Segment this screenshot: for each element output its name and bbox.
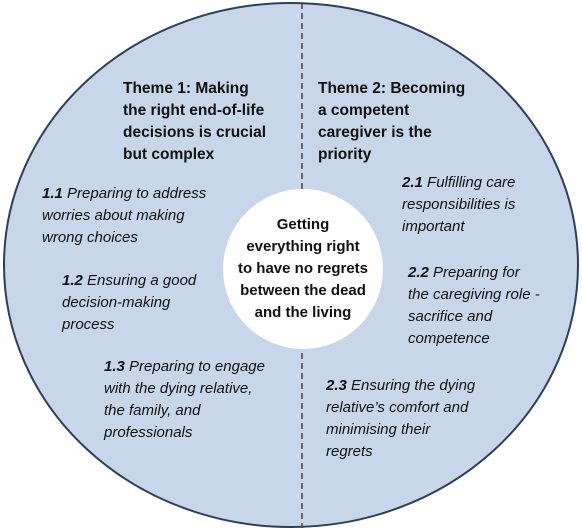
subtheme-line: 1.1 Preparing to address bbox=[42, 183, 206, 205]
subtheme-line: 1.2 Ensuring a good bbox=[62, 270, 196, 292]
subtheme-number: 1.3 bbox=[104, 358, 125, 375]
subtheme-line: the family, and bbox=[104, 402, 201, 419]
subtheme-text: Preparing to engage bbox=[129, 358, 265, 375]
theme1-title-line: Theme 1: Making bbox=[123, 80, 249, 97]
subtheme-line: process bbox=[62, 316, 115, 333]
theme2-title-line: a competent bbox=[318, 102, 410, 119]
subtheme-number: 2.2 bbox=[408, 264, 429, 281]
center-line: everything right bbox=[246, 238, 360, 255]
subtheme-line: sacrifice and bbox=[408, 308, 493, 325]
subtheme-text: Fulfilling care bbox=[427, 174, 516, 191]
subtheme-line: 2.1 Fulfilling care bbox=[402, 172, 515, 194]
center-line: between the dead bbox=[240, 282, 366, 299]
subtheme-text: Preparing for bbox=[433, 264, 520, 281]
center-statement: Getting everything right to have no regr… bbox=[223, 214, 383, 324]
subtheme-line: relative’s comfort and bbox=[326, 399, 469, 416]
theme1-title-line: the right end-of-life bbox=[123, 102, 265, 119]
subtheme-number: 2.1 bbox=[402, 174, 423, 191]
center-line: to have no regrets bbox=[237, 260, 369, 277]
subtheme-number: 2.3 bbox=[326, 377, 347, 394]
subtheme-2-2: 2.2 Preparing for the caregiving role - … bbox=[408, 262, 540, 350]
theme1-title: Theme 1: Making the right end-of-life de… bbox=[123, 78, 266, 166]
subtheme-text: Ensuring a good bbox=[87, 272, 197, 289]
subtheme-line: wrong choices bbox=[42, 229, 138, 246]
subtheme-line: responsibilities is bbox=[402, 196, 516, 213]
subtheme-line: the caregiving role - bbox=[408, 286, 540, 303]
subtheme-2-1: 2.1 Fulfilling care responsibilities is … bbox=[402, 172, 515, 238]
subtheme-line: important bbox=[402, 218, 465, 235]
subtheme-line: decision-making bbox=[62, 294, 171, 311]
subtheme-text: Preparing to address bbox=[67, 185, 207, 202]
subtheme-line: competence bbox=[408, 330, 490, 347]
theme2-title-line: Theme 2: Becoming bbox=[318, 80, 466, 97]
theme2-title: Theme 2: Becoming a competent caregiver … bbox=[318, 78, 465, 166]
subtheme-line: with the dying relative, bbox=[104, 380, 253, 397]
subtheme-line: 2.3 Ensuring the dying bbox=[326, 375, 475, 397]
subtheme-line: professionals bbox=[104, 424, 193, 441]
subtheme-line: worries about making bbox=[42, 207, 185, 224]
center-line: Getting bbox=[276, 216, 330, 233]
subtheme-number: 1.1 bbox=[42, 185, 63, 202]
theme2-title-line: caregiver is the bbox=[318, 124, 432, 141]
subtheme-line: minimising their bbox=[326, 421, 431, 438]
subtheme-line: 1.3 Preparing to engage bbox=[104, 356, 265, 378]
subtheme-1-2: 1.2 Ensuring a good decision-making proc… bbox=[62, 270, 196, 336]
center-circle bbox=[223, 189, 383, 349]
theme1-title-line: decisions is crucial bbox=[123, 124, 267, 141]
subtheme-1-1: 1.1 Preparing to address worries about m… bbox=[42, 183, 206, 249]
subtheme-line: regrets bbox=[326, 443, 373, 460]
subtheme-2-3: 2.3 Ensuring the dying relative’s comfor… bbox=[326, 375, 475, 463]
subtheme-number: 1.2 bbox=[62, 272, 83, 289]
subtheme-text: Ensuring the dying bbox=[351, 377, 476, 394]
theme1-title-line: but complex bbox=[123, 146, 215, 163]
subtheme-line: 2.2 Preparing for bbox=[408, 262, 540, 284]
center-line: and the living bbox=[254, 304, 352, 321]
subtheme-1-3: 1.3 Preparing to engage with the dying r… bbox=[104, 356, 265, 444]
theme2-title-line: priority bbox=[318, 146, 372, 163]
